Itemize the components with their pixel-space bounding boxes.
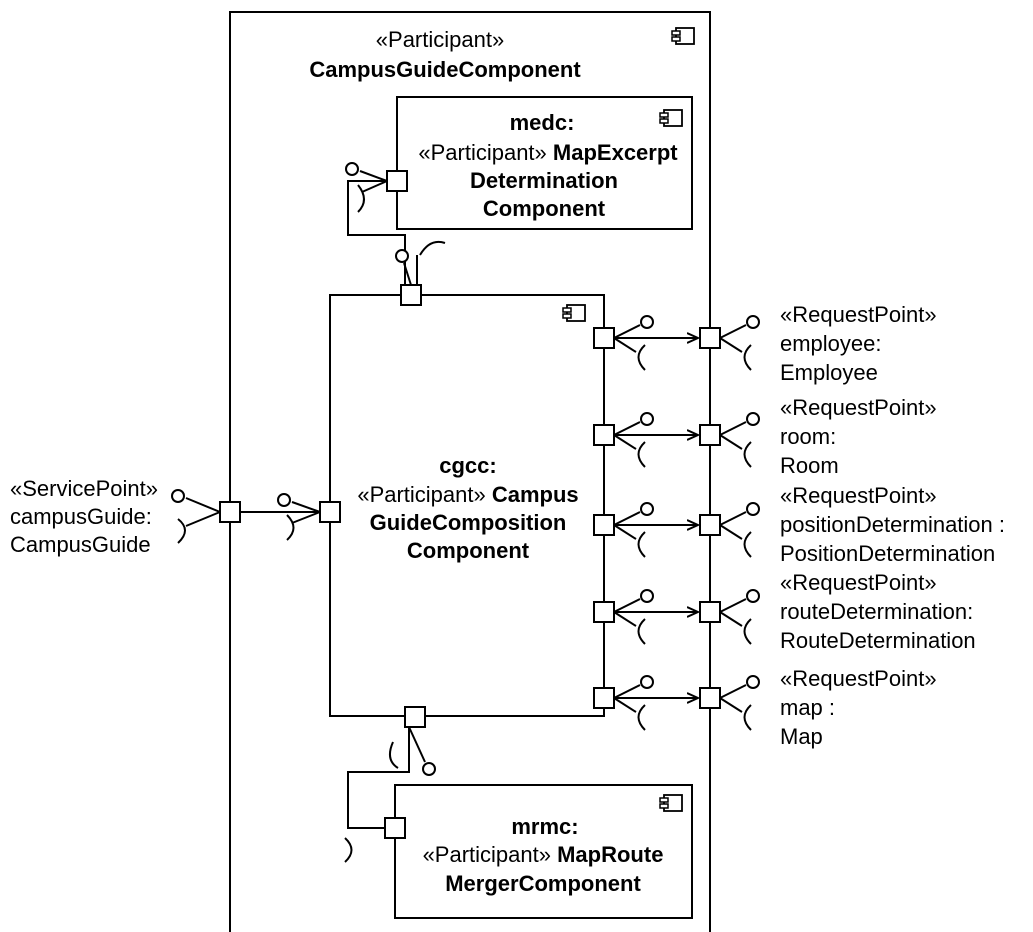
outer-name: CampusGuideComponent (309, 57, 581, 82)
svg-text:Employee: Employee (780, 360, 878, 385)
svg-text:«RequestPoint»: «RequestPoint» (780, 483, 937, 508)
mrmc-name-line2: MergerComponent (445, 871, 641, 896)
cgcc-bottom-port (404, 706, 426, 728)
outer-request-port (699, 687, 721, 709)
cgcc-request-port (593, 601, 615, 623)
mrmc-component-box (394, 784, 693, 919)
outer-request-port (699, 327, 721, 349)
service-point-name: campusGuide: (10, 504, 152, 529)
mrmc-port (384, 817, 406, 839)
cgcc-name-line3: Component (407, 538, 530, 563)
outer-request-port (699, 601, 721, 623)
medc-instance: medc: (510, 110, 575, 135)
cgcc-instance: cgcc: (439, 453, 496, 478)
component-icon (671, 27, 695, 45)
request-point-label: «RequestPoint» employee: Employee (780, 302, 937, 385)
outer-request-port (699, 424, 721, 446)
request-point-label: «RequestPoint» room: Room (780, 395, 937, 478)
svg-text:«RequestPoint»: «RequestPoint» (780, 395, 937, 420)
outer-component-boundary (229, 11, 711, 932)
cgcc-request-port (593, 687, 615, 709)
mrmc-title: «Participant» MapRoute (423, 842, 664, 867)
service-port-cgcc (319, 501, 341, 523)
svg-text:Room: Room (780, 453, 839, 478)
component-icon (562, 304, 586, 322)
cgcc-name-line2: GuideComposition (370, 510, 567, 535)
svg-text:Map: Map (780, 724, 823, 749)
outer-request-port (699, 514, 721, 536)
request-point-label: «RequestPoint» routeDetermination: Route… (780, 570, 976, 653)
service-port-outer (219, 501, 241, 523)
medc-title: «Participant» MapExcerpt (418, 140, 678, 165)
medc-component-box (396, 96, 693, 230)
svg-text:routeDetermination:: routeDetermination: (780, 599, 973, 624)
cgcc-request-port (593, 514, 615, 536)
svg-text:employee:: employee: (780, 331, 882, 356)
component-icon (659, 794, 683, 812)
service-point-type: CampusGuide (10, 532, 151, 557)
medc-name-line3: Component (483, 196, 606, 221)
svg-text:«RequestPoint»: «RequestPoint» (780, 302, 937, 327)
mrmc-instance: mrmc: (511, 814, 578, 839)
svg-text:room:: room: (780, 424, 836, 449)
service-point-stereotype: «ServicePoint» (10, 476, 158, 501)
medc-port (386, 170, 408, 192)
cgcc-top-port (400, 284, 422, 306)
component-icon (659, 109, 683, 127)
cgcc-request-port (593, 424, 615, 446)
request-point-label: «RequestPoint» positionDetermination : P… (780, 483, 1005, 566)
medc-name-line2: Determination (470, 168, 618, 193)
svg-text:map :: map : (780, 695, 835, 720)
outer-stereotype: «Participant» (376, 27, 504, 52)
svg-text:«RequestPoint»: «RequestPoint» (780, 570, 937, 595)
svg-text:«RequestPoint»: «RequestPoint» (780, 666, 937, 691)
svg-text:positionDetermination :: positionDetermination : (780, 512, 1005, 537)
mrmc-cgcc-connector (347, 727, 410, 829)
cgcc-title: «Participant» Campus (357, 482, 578, 507)
request-point-label: «RequestPoint» map : Map (780, 666, 937, 749)
svg-text:PositionDetermination: PositionDetermination (780, 541, 995, 566)
svg-text:RouteDetermination: RouteDetermination (780, 628, 976, 653)
cgcc-request-port (593, 327, 615, 349)
